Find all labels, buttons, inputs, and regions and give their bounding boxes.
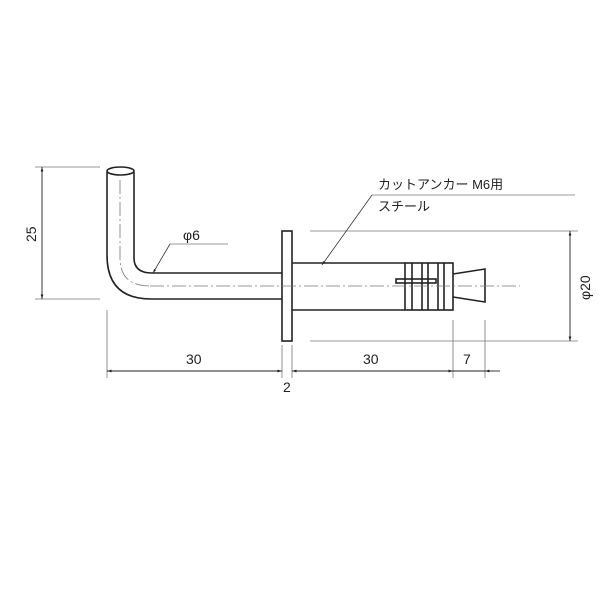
hook-tip (106, 166, 135, 176)
anchor-length-label: 30 (363, 351, 379, 367)
material-label: スチール (378, 199, 430, 214)
flange-diameter-label: φ20 (577, 275, 593, 300)
rod-diameter-label: φ6 (183, 227, 200, 243)
anchor-rings (395, 262, 454, 311)
hook-length-label: 30 (186, 351, 202, 367)
anchor-name-label: カットアンカー M6用 (378, 177, 503, 192)
dimension-lines (40, 167, 572, 373)
hook-rod (106, 172, 282, 300)
anchor-body (292, 262, 405, 311)
hook-center-line (119, 180, 151, 287)
anchor-cone (452, 268, 486, 303)
flange-thickness-label: 2 (283, 379, 291, 395)
hook-height-label: 25 (23, 226, 39, 242)
cone-length-label: 7 (463, 351, 471, 367)
